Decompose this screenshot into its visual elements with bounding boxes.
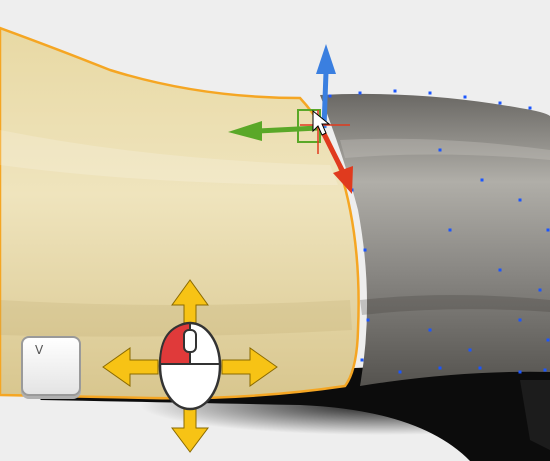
mesh-vertex-point [480, 178, 484, 182]
mesh-vertex-point [366, 318, 370, 322]
gizmo-x-axis-arrow[interactable] [319, 128, 353, 194]
gizmo-z-axis-arrow[interactable] [316, 44, 336, 129]
selected-cream-tube-object[interactable] [0, 26, 360, 400]
pointer-arrow-icon [312, 109, 331, 136]
mesh-vertex-points [328, 89, 550, 374]
mesh-vertex-point [360, 358, 364, 362]
mesh-vertex-point [518, 318, 522, 322]
mesh-vertex-point [498, 101, 502, 105]
mesh-vertex-point [478, 366, 482, 370]
mesh-vertex-point [438, 148, 442, 152]
mesh-vertex-point [518, 370, 522, 374]
v-key-label: V [35, 343, 44, 357]
mesh-vertex-point [428, 91, 432, 95]
gizmo-y-axis-arrow[interactable] [228, 121, 319, 141]
mesh-vertex-point [468, 348, 472, 352]
mesh-vertex-point [448, 228, 452, 232]
metal-tube-object[interactable] [320, 93, 550, 387]
mesh-vertex-point [528, 106, 532, 110]
mesh-vertex-point [393, 89, 397, 93]
mesh-vertex-point [546, 338, 550, 342]
mesh-vertex-point [438, 366, 442, 370]
mesh-vertex-point [538, 288, 542, 292]
four-way-arrows-icon [102, 279, 278, 453]
mesh-vertex-point [543, 368, 547, 372]
mesh-vertex-point [518, 198, 522, 202]
mesh-vertex-point [498, 268, 502, 272]
mouse-left-button-icon [158, 321, 222, 411]
mesh-vertex-point [328, 94, 332, 98]
v-key-hint: V [21, 336, 81, 396]
mesh-vertex-point [546, 228, 550, 232]
mesh-vertex-point [463, 95, 467, 99]
mesh-vertex-point [358, 91, 362, 95]
mesh-vertex-point [398, 370, 402, 374]
mesh-vertex-point [428, 328, 432, 332]
transform-gizmo[interactable] [228, 44, 353, 194]
mesh-vertex-point [363, 248, 367, 252]
